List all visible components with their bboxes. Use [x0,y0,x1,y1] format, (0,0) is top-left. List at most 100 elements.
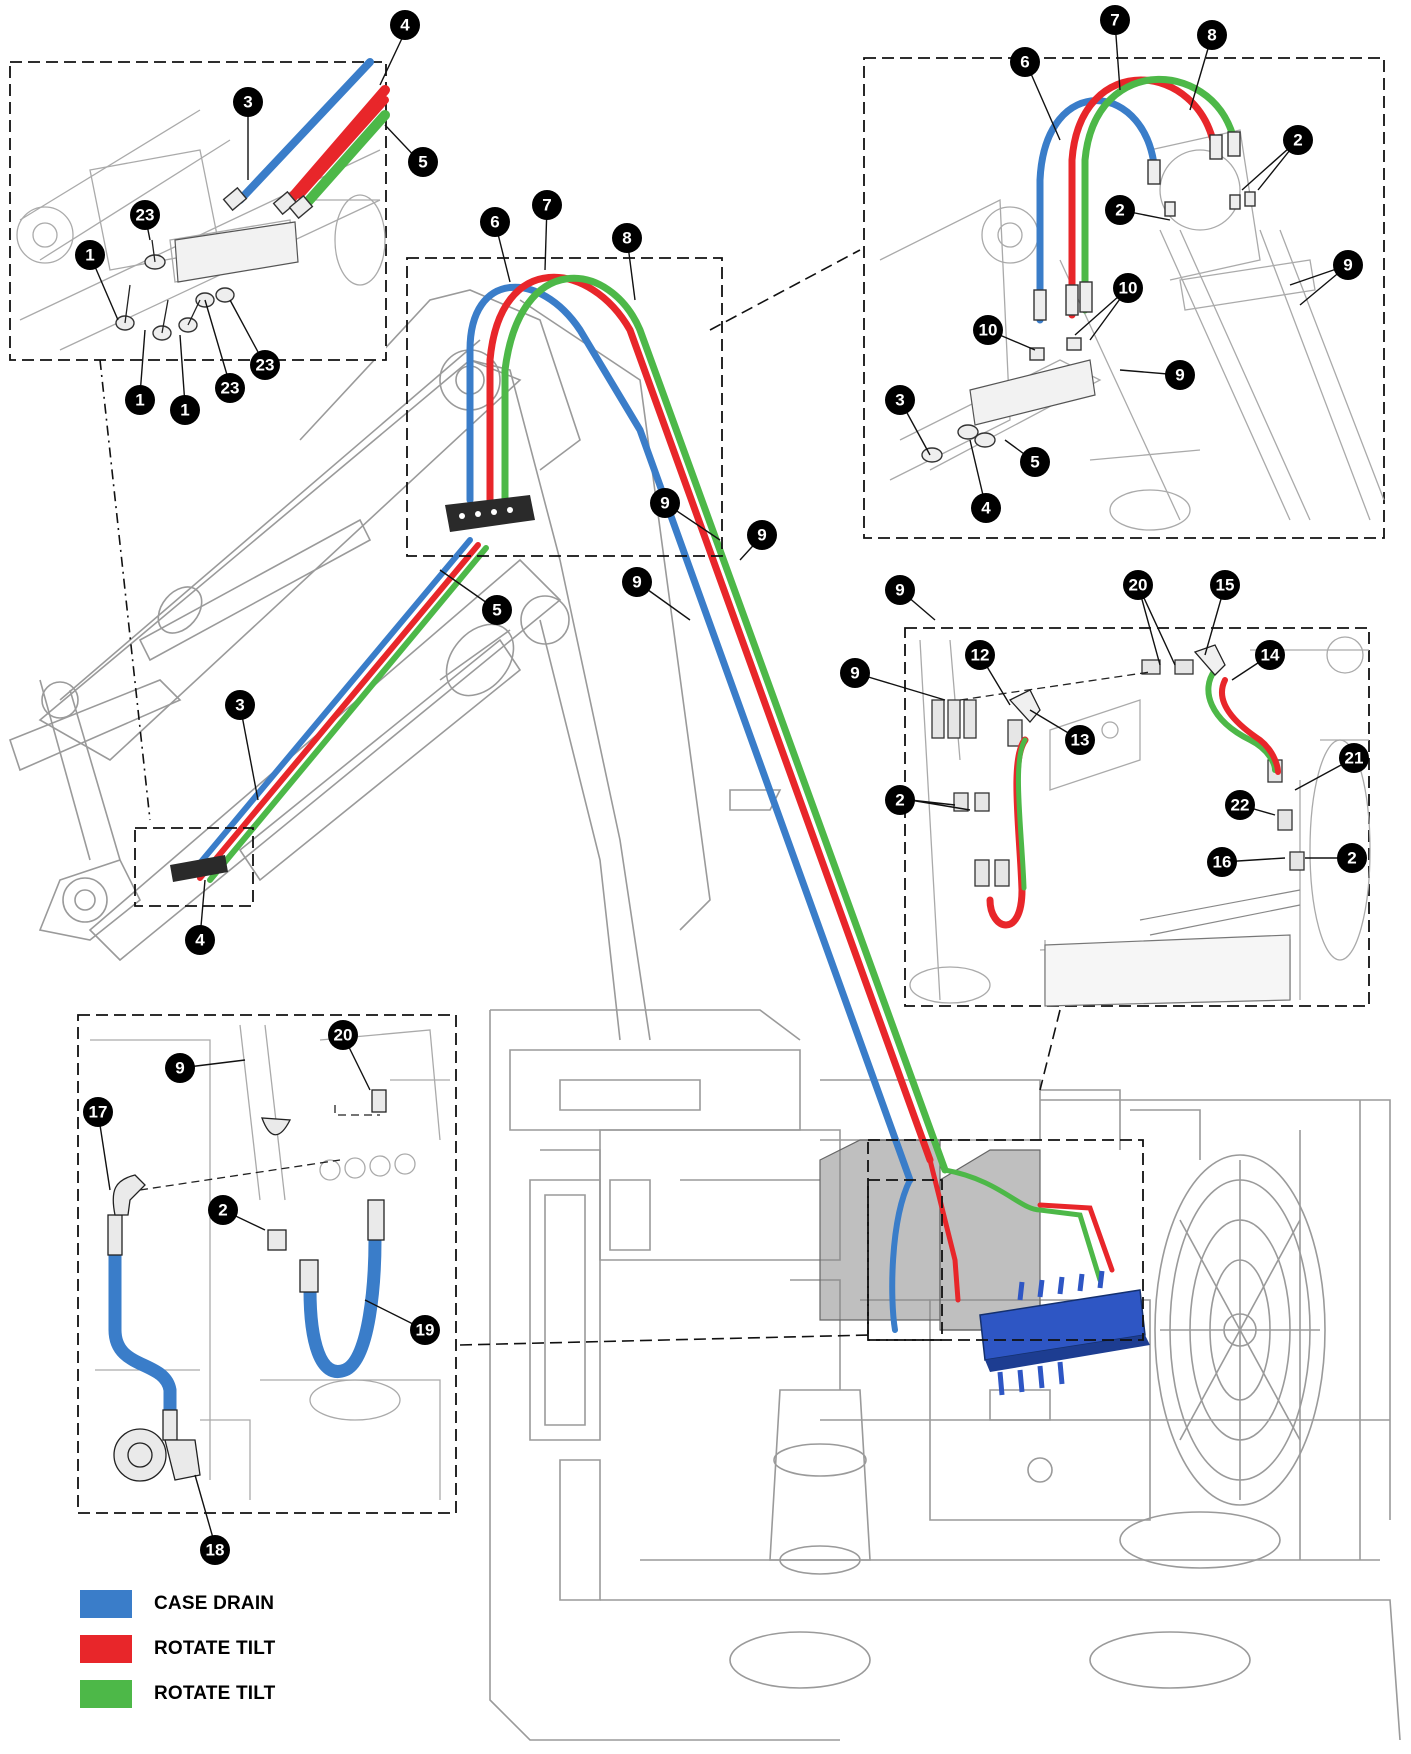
svg-text:4: 4 [400,16,410,35]
svg-text:9: 9 [850,664,859,683]
callout-23: 23 [215,373,245,403]
callout-23: 23 [250,350,280,380]
hose-color-legend: CASE DRAIN ROTATE TILT ROTATE TILT [80,1590,380,1725]
callout-1: 1 [75,240,105,270]
svg-text:3: 3 [243,93,252,112]
svg-text:9: 9 [175,1059,184,1078]
callout-22: 22 [1225,790,1255,820]
legend-item-rotate-tilt-green: ROTATE TILT [80,1680,380,1708]
svg-text:23: 23 [136,206,155,225]
svg-text:10: 10 [1119,279,1138,298]
callout-6: 6 [1010,47,1040,77]
svg-text:17: 17 [89,1103,108,1122]
legend-swatch-green [80,1680,132,1708]
svg-text:1: 1 [135,391,144,410]
svg-text:1: 1 [180,401,189,420]
svg-text:6: 6 [490,213,499,232]
callout-7: 7 [1100,5,1130,35]
svg-text:7: 7 [542,196,551,215]
svg-text:10: 10 [979,321,998,340]
svg-text:2: 2 [895,791,904,810]
svg-text:2: 2 [1115,201,1124,220]
detail-valve-connection-art [909,636,1371,1007]
callout-4: 4 [971,493,1001,523]
callout-7: 7 [532,190,562,220]
legend-swatch-blue [80,1590,132,1618]
svg-text:3: 3 [235,696,244,715]
detail-case-drain-art [90,1024,450,1500]
detail-top-loop-art [879,75,1385,531]
callout-3: 3 [885,385,915,415]
callout-9: 9 [1165,360,1195,390]
legend-label: CASE DRAIN [154,1593,275,1614]
callout-9: 9 [747,520,777,550]
callout-9: 9 [165,1053,195,1083]
svg-text:3: 3 [895,391,904,410]
legend-label: ROTATE TILT [154,1638,276,1659]
callout-17: 17 [83,1097,113,1127]
callout-15: 15 [1210,570,1240,600]
svg-text:4: 4 [981,499,991,518]
svg-text:23: 23 [256,356,275,375]
callout-2: 2 [1105,195,1135,225]
callout-14: 14 [1255,640,1285,670]
svg-text:15: 15 [1216,576,1235,595]
callout-3: 3 [233,87,263,117]
svg-text:9: 9 [660,494,669,513]
svg-text:9: 9 [1175,366,1184,385]
highlight-boxes [134,257,1144,1341]
svg-text:1: 1 [85,246,94,265]
callout-8: 8 [612,223,642,253]
svg-text:14: 14 [1261,646,1280,665]
detail-leader-lines [99,249,1061,1346]
callout-4: 4 [390,10,420,40]
callout-5: 5 [408,147,438,177]
legend-item-rotate-tilt-red: ROTATE TILT [80,1635,380,1663]
callout-19: 19 [410,1315,440,1345]
callout-4: 4 [185,925,215,955]
svg-text:8: 8 [622,229,631,248]
callout-21: 21 [1339,743,1369,773]
svg-text:23: 23 [221,379,240,398]
svg-text:20: 20 [1129,576,1148,595]
callout-5: 5 [482,595,512,625]
callout-1: 1 [125,385,155,415]
callout-9: 9 [840,658,870,688]
svg-text:5: 5 [492,601,501,620]
svg-text:9: 9 [757,526,766,545]
svg-text:12: 12 [971,646,990,665]
legend-label: ROTATE TILT [154,1683,276,1704]
svg-text:20: 20 [334,1026,353,1045]
detail-boom-block-art [16,58,390,351]
svg-text:5: 5 [1030,453,1039,472]
callout-5: 5 [1020,447,1050,477]
callout-18: 18 [200,1535,230,1565]
callout-20: 20 [328,1020,358,1050]
svg-text:9: 9 [632,573,641,592]
callout-2: 2 [885,785,915,815]
svg-text:7: 7 [1110,11,1119,30]
svg-text:2: 2 [218,1201,227,1220]
callout-2: 2 [208,1195,238,1225]
svg-text:18: 18 [206,1541,225,1560]
callout-20: 20 [1123,570,1153,600]
callout-13: 13 [1065,725,1095,755]
svg-text:6: 6 [1020,53,1029,72]
svg-text:2: 2 [1347,849,1356,868]
svg-text:2: 2 [1293,131,1302,150]
callout-9: 9 [1333,250,1363,280]
callout-9: 9 [622,567,652,597]
svg-text:5: 5 [418,153,427,172]
svg-text:4: 4 [195,931,205,950]
legend-item-case-drain: CASE DRAIN [80,1590,380,1618]
svg-text:9: 9 [1343,256,1352,275]
svg-text:13: 13 [1071,731,1090,750]
svg-text:8: 8 [1207,26,1216,45]
svg-text:19: 19 [416,1321,435,1340]
callout-2: 2 [1283,125,1313,155]
callout-2: 2 [1337,843,1367,873]
svg-text:9: 9 [895,581,904,600]
cab-and-base [489,1009,1401,1741]
main-control-valve [979,1270,1150,1396]
